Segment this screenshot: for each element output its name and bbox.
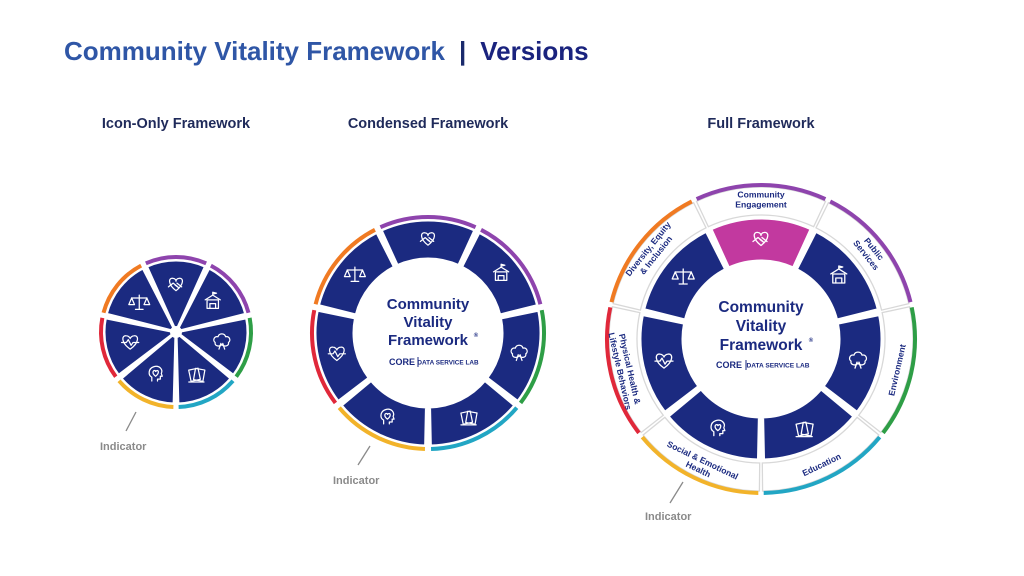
- full-trademark: ®: [809, 337, 814, 344]
- icon-only-segment-diversity-equity-inclusion: [104, 266, 178, 334]
- full-outer-cell-social-emotional-health: [642, 416, 761, 492]
- condensed-segment-community-engagement: [379, 218, 477, 268]
- full-outer-cell-diversity-equity-inclusion: [612, 201, 707, 311]
- icon-only-segment-community-engagement: [144, 258, 208, 334]
- condensed-band-social-emotional-health: [337, 406, 426, 451]
- icon-only-heading: Icon-Only Framework: [101, 116, 251, 132]
- condensed-band-environment: [518, 309, 546, 405]
- icon-only-band-environment: [234, 317, 253, 378]
- full-pointer-line: [669, 481, 684, 504]
- full-segment-diversity-equity-inclusion: [642, 229, 728, 322]
- condensed-indicator-label: Indicator: [333, 475, 380, 487]
- condensed-pointer-line: [357, 445, 371, 466]
- full-brand-core: CORE: [716, 360, 742, 370]
- icon-only-band-education: [178, 379, 235, 409]
- page-title: Community Vitality Framework | Versions: [64, 36, 589, 67]
- full-outer-cell-environment: [857, 305, 914, 434]
- full-indicator-pointer: Indicator: [645, 481, 692, 523]
- full-outer-cell-physical-health: [608, 305, 665, 434]
- full-band-public-services: [829, 199, 913, 303]
- condensed-heading: Condensed Framework: [347, 116, 509, 132]
- title-main: Community Vitality Framework: [64, 36, 445, 66]
- condensed-band-education: [430, 406, 519, 451]
- condensed-segment-social-emotional-health: [339, 378, 428, 448]
- full-outer-cell-education: [761, 416, 880, 492]
- icon-only-indicator-pointer: Indicator: [100, 411, 147, 453]
- icon-only-band-public-services: [209, 263, 251, 314]
- condensed-segment-education: [428, 378, 517, 448]
- icon-only-pointer-line: [125, 411, 137, 432]
- icon-only-segment-environment: [174, 316, 250, 377]
- full-indicator-label: Indicator: [645, 511, 692, 523]
- full-outer-cell-public-services: [815, 201, 910, 311]
- condensed-center-line1: Community: [387, 296, 470, 313]
- icon-only-segment-physical-health: [102, 316, 178, 377]
- icon-only-framework: [99, 255, 253, 409]
- full-band-physical-health: [605, 306, 641, 435]
- full-band-social-emotional-health: [640, 435, 759, 495]
- condensed-segment-environment: [485, 308, 543, 404]
- title-versions: Versions: [480, 36, 589, 66]
- icon-only-band-diversity-equity-inclusion: [101, 263, 143, 314]
- condensed-brand-core: CORE: [389, 357, 415, 367]
- condensed-band-public-services: [480, 228, 543, 305]
- icon-only-band-community-engagement: [145, 255, 207, 266]
- icon-only-band-social-emotional-health: [117, 379, 174, 409]
- icon-only-indicator-label: Indicator: [100, 441, 147, 453]
- full-heading: Full Framework: [707, 116, 815, 132]
- full-center-line2: Vitality: [736, 318, 787, 335]
- condensed-trademark: ®: [474, 332, 479, 339]
- full-center-line1: Community: [718, 299, 804, 316]
- full-segment-public-services: [794, 229, 880, 322]
- full-segment-education: [761, 387, 856, 462]
- full-brand-lab: DATA SERVICE LAB: [746, 363, 809, 370]
- condensed-framework: Community Vitality Framework ® CORE DATA…: [310, 215, 546, 451]
- full-outer-cell-community-engagement: [695, 186, 827, 228]
- condensed-segment-diversity-equity-inclusion: [316, 230, 397, 317]
- full-band-diversity-equity-inclusion: [609, 199, 693, 303]
- condensed-band-diversity-equity-inclusion: [313, 228, 376, 305]
- full-band-community-engagement: [695, 183, 827, 201]
- condensed-center-line3: Framework: [388, 332, 469, 349]
- full-band-environment: [881, 306, 917, 435]
- full-center-line3: Framework: [720, 337, 803, 354]
- full-center: Community Vitality Framework ® CORE DATA…: [716, 299, 814, 370]
- full-segment-community-engagement: [709, 216, 813, 270]
- full-segment-social-emotional-health: [666, 387, 761, 462]
- full-band-education: [763, 435, 882, 495]
- condensed-center: Community Vitality Framework ® CORE DATA…: [387, 296, 479, 367]
- condensed-band-community-engagement: [379, 215, 477, 230]
- condensed-band-physical-health: [310, 309, 338, 405]
- icon-only-band-physical-health: [99, 317, 118, 378]
- icon-only-segment-social-emotional-health: [119, 330, 178, 406]
- full-segment-environment: [821, 313, 884, 414]
- icon-only-segment-education: [174, 330, 233, 406]
- condensed-center-line2: Vitality: [404, 314, 454, 331]
- title-separator: |: [458, 36, 467, 66]
- condensed-segment-public-services: [459, 230, 540, 317]
- condensed-brand-lab: DATA SERVICE LAB: [417, 360, 479, 367]
- icon-only-hub: [170, 326, 182, 338]
- condensed-indicator-pointer: Indicator: [333, 445, 380, 487]
